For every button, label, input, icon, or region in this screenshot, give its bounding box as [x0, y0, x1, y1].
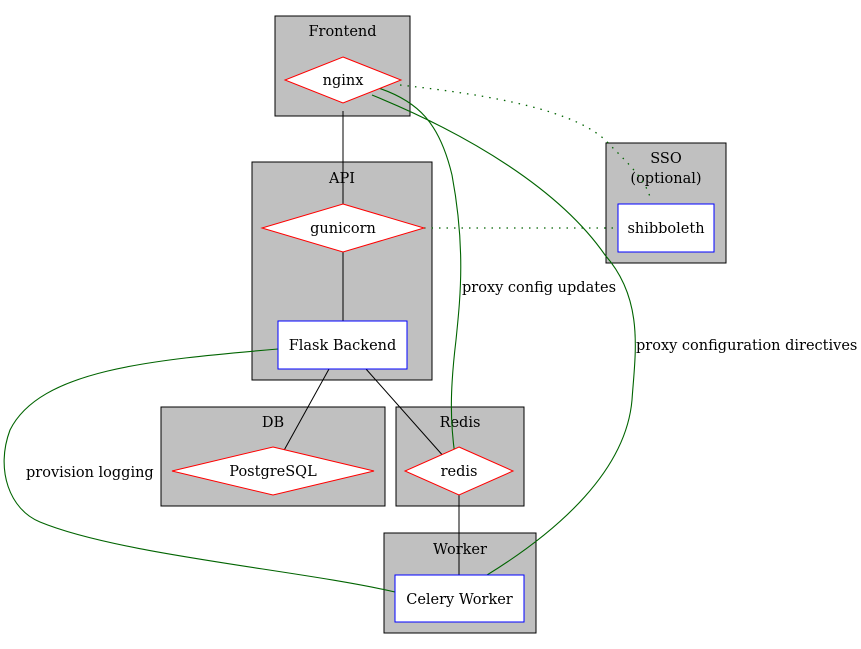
cluster-db-label: DB — [262, 415, 284, 431]
node-redis[interactable]: redis — [403, 446, 515, 496]
cluster-worker-label: Worker — [433, 542, 487, 558]
edge-flask-celery-provision-logging — [3, 348, 396, 593]
cluster-sso-label: SSO — [650, 151, 682, 167]
node-postgresql-label: PostgreSQL — [229, 464, 317, 480]
edge-nginx-shibboleth-dotted — [399, 84, 651, 198]
node-celery-worker[interactable]: Celery Worker — [394, 574, 525, 623]
edge-label-proxy-configuration-directives: proxy configuration directives — [636, 338, 857, 354]
node-shibboleth-label: shibboleth — [627, 221, 704, 237]
node-nginx[interactable]: nginx — [283, 56, 403, 104]
edge-flask-postgresql — [281, 368, 330, 455]
cluster-redis-label: Redis — [440, 415, 481, 431]
node-celery-worker-label: Celery Worker — [406, 592, 513, 608]
edge-label-provision-logging: provision logging — [26, 465, 154, 481]
cluster-api-label: API — [328, 171, 355, 187]
node-flask-backend[interactable]: Flask Backend — [277, 320, 408, 370]
edge-flask-redis — [365, 368, 446, 459]
edge-nginx-redis-proxy-config-updates — [371, 85, 462, 457]
edge-label-proxy-config-updates: proxy config updates — [462, 280, 616, 296]
cluster-sso-label-optional: (optional) — [630, 171, 701, 187]
cluster-frontend-label: Frontend — [308, 24, 376, 40]
node-gunicorn[interactable]: gunicorn — [260, 203, 426, 253]
node-nginx-label: nginx — [323, 73, 364, 89]
node-postgresql[interactable]: PostgreSQL — [171, 446, 375, 496]
edge-nginx-celery-proxy-configuration-directives — [371, 94, 636, 576]
node-gunicorn-label: gunicorn — [310, 221, 376, 237]
node-flask-backend-label: Flask Backend — [289, 338, 397, 354]
node-shibboleth[interactable]: shibboleth — [617, 203, 715, 253]
node-redis-label: redis — [441, 464, 478, 480]
